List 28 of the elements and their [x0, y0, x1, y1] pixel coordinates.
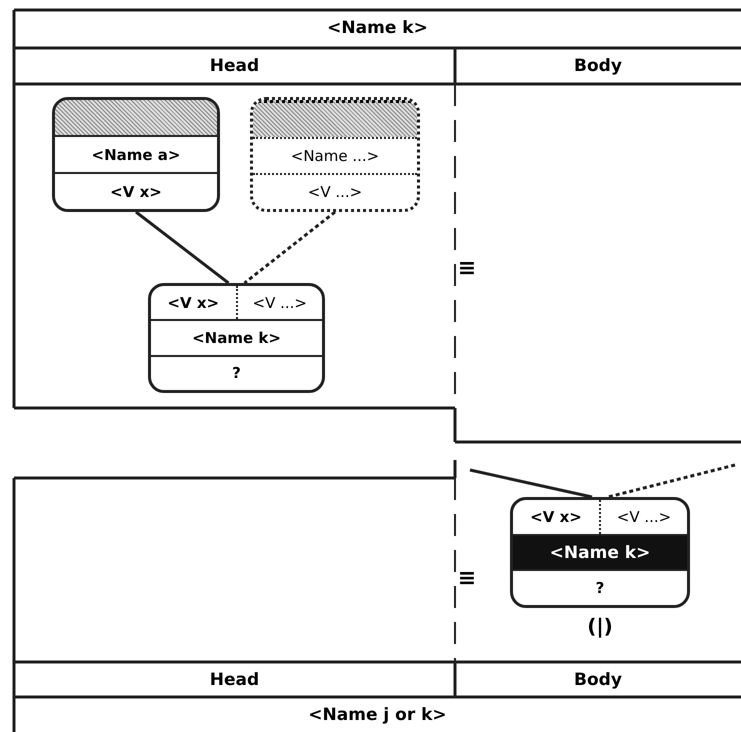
header-label: Head: [208, 672, 260, 689]
node-text: <Name k>: [192, 328, 281, 347]
node-box: [148, 283, 325, 393]
equivalence-sign: ≡: [456, 568, 478, 590]
equivalence-sign: ≡: [456, 258, 478, 280]
connector-line: [244, 210, 336, 284]
header-label: <Name k>: [326, 20, 429, 37]
header-label: <Name j or k>: [307, 707, 448, 724]
node-box: [510, 497, 690, 608]
node-box: [52, 97, 220, 212]
node-text: <V x>: [110, 182, 162, 200]
slot-text: <V x>: [529, 506, 583, 528]
node-text: <Name k>: [550, 542, 650, 562]
node-text: <V ...>: [308, 183, 362, 201]
slot-text: <V ...>: [236, 286, 322, 320]
header-label: Body: [573, 58, 623, 75]
node-text: <Name ...>: [290, 147, 380, 165]
node-text: <Name a>: [92, 146, 180, 164]
connector-line: [608, 464, 736, 498]
header-label: Body: [573, 672, 623, 689]
connector-line: [470, 468, 592, 498]
node-box: [250, 97, 420, 212]
annotation-text: (|): [586, 616, 614, 636]
connector-line: [135, 210, 230, 284]
slot-text: <V x>: [166, 292, 220, 314]
node-text: ?: [232, 364, 241, 382]
node-text: ?: [596, 579, 604, 598]
header-label: Head: [208, 58, 260, 75]
